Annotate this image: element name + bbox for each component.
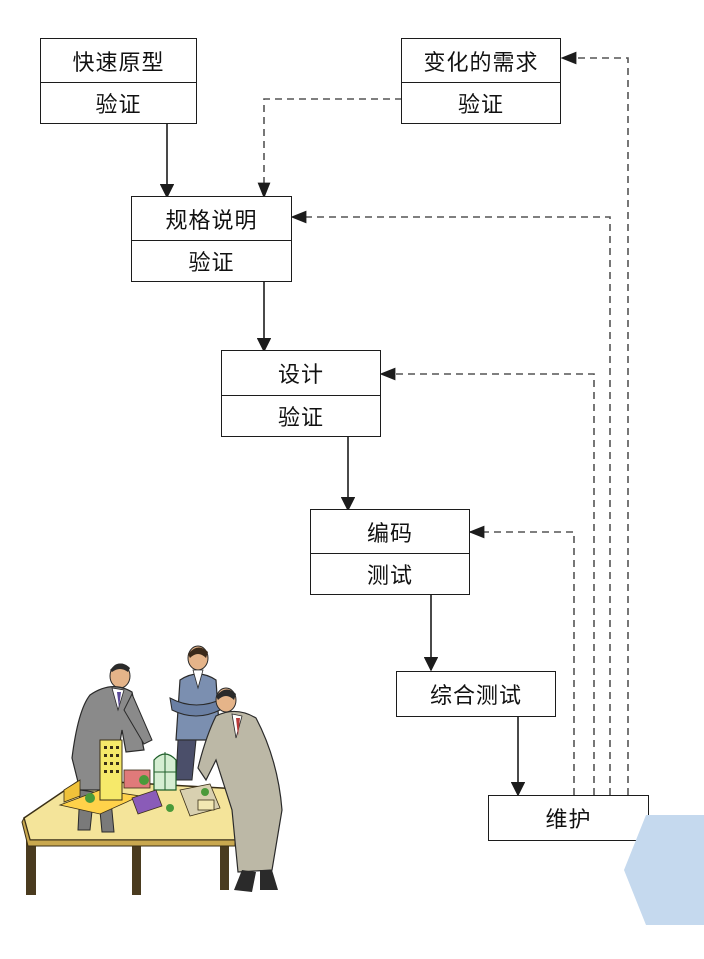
- integration-title: 综合测试: [429, 684, 522, 709]
- dashed-maintenance-to-requirements: [560, 51, 629, 795]
- prototype-box: 快速原型 验证: [40, 38, 197, 124]
- maintenance-title: 维护: [545, 808, 592, 833]
- code-sub: 测试: [311, 553, 469, 594]
- design-box: 设计 验证: [221, 350, 381, 437]
- requirements-sub: 验证: [402, 82, 560, 123]
- spec-sub: 验证: [132, 240, 291, 281]
- spec-box: 规格说明 验证: [131, 196, 292, 282]
- prototype-title: 快速原型: [72, 50, 165, 76]
- code-title: 编码: [366, 521, 413, 547]
- dashed-maintenance-to-spec: [290, 210, 611, 795]
- code-box: 编码 测试: [310, 509, 470, 595]
- dashed-maintenance-to-code: [468, 525, 575, 795]
- spec-title: 规格说明: [165, 208, 258, 234]
- integration-box: 综合测试: [396, 671, 556, 717]
- dashed-maintenance-to-design: [379, 367, 595, 795]
- dashed-requirements-to-spec: [257, 98, 402, 199]
- corner-hexagon-decoration: [624, 815, 704, 925]
- design-title: 设计: [277, 363, 324, 388]
- requirements-title: 变化的需求: [423, 50, 539, 76]
- requirements-box: 变化的需求 验证: [401, 38, 561, 124]
- prototype-sub: 验证: [41, 82, 196, 123]
- design-sub: 验证: [222, 395, 380, 436]
- business-meeting-illustration: [21, 645, 283, 895]
